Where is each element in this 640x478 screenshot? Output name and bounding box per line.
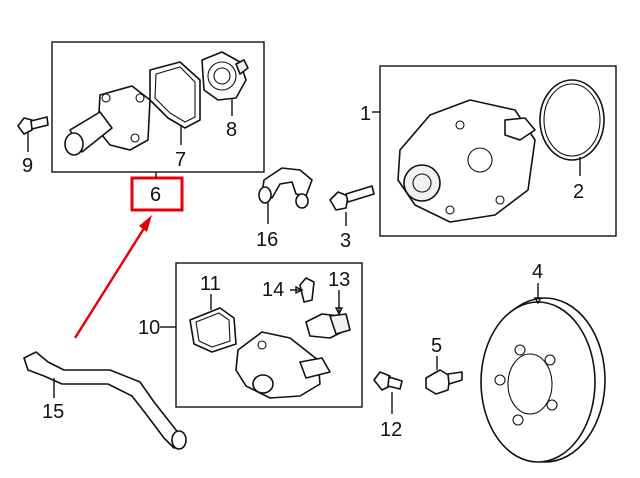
o-ring-2[interactable] [539,79,605,161]
water-pump-1[interactable] [397,99,536,223]
callout-13: 13 [328,269,350,291]
callout-1: 1 [360,103,371,125]
highlight-arrowhead [139,215,152,232]
highlight-arrow [73,221,150,339]
thermostat-housing[interactable] [64,85,151,156]
bolt-5[interactable] [425,369,463,395]
callout-9: 9 [22,155,33,177]
bolt-3[interactable] [329,185,375,211]
callout-10: 10 [138,317,160,339]
thermostat-8[interactable] [201,51,249,101]
callout-11: 11 [200,273,221,295]
callout-12: 12 [380,419,402,441]
bolt-9[interactable] [17,116,49,135]
callout-6: 6 [150,184,161,206]
callout-2: 2 [573,181,584,203]
highlight-box-6[interactable] [130,176,184,212]
callout-8: 8 [226,119,237,141]
gasket-11[interactable] [189,307,237,353]
callout-16: 16 [256,229,278,251]
callout-4: 4 [532,261,543,283]
callout-15: 15 [42,401,64,423]
callout-14: 14 [262,279,284,301]
sensor-13[interactable] [305,313,351,339]
callout-7: 7 [175,149,186,171]
thermostat-group-box [51,41,265,173]
pulley-4[interactable] [480,297,606,463]
leader-lines [27,98,581,414]
bolt-12[interactable] [373,371,403,391]
water-pump-group-box [379,65,617,237]
hose-15[interactable] [23,351,187,450]
outlet-group-box [175,262,363,408]
clip-14[interactable] [299,277,315,303]
water-outlet-10[interactable] [235,331,331,399]
gasket-7[interactable] [149,61,201,129]
hose-16[interactable] [258,167,313,209]
callout-3: 3 [340,230,351,252]
callout-5: 5 [431,335,442,357]
